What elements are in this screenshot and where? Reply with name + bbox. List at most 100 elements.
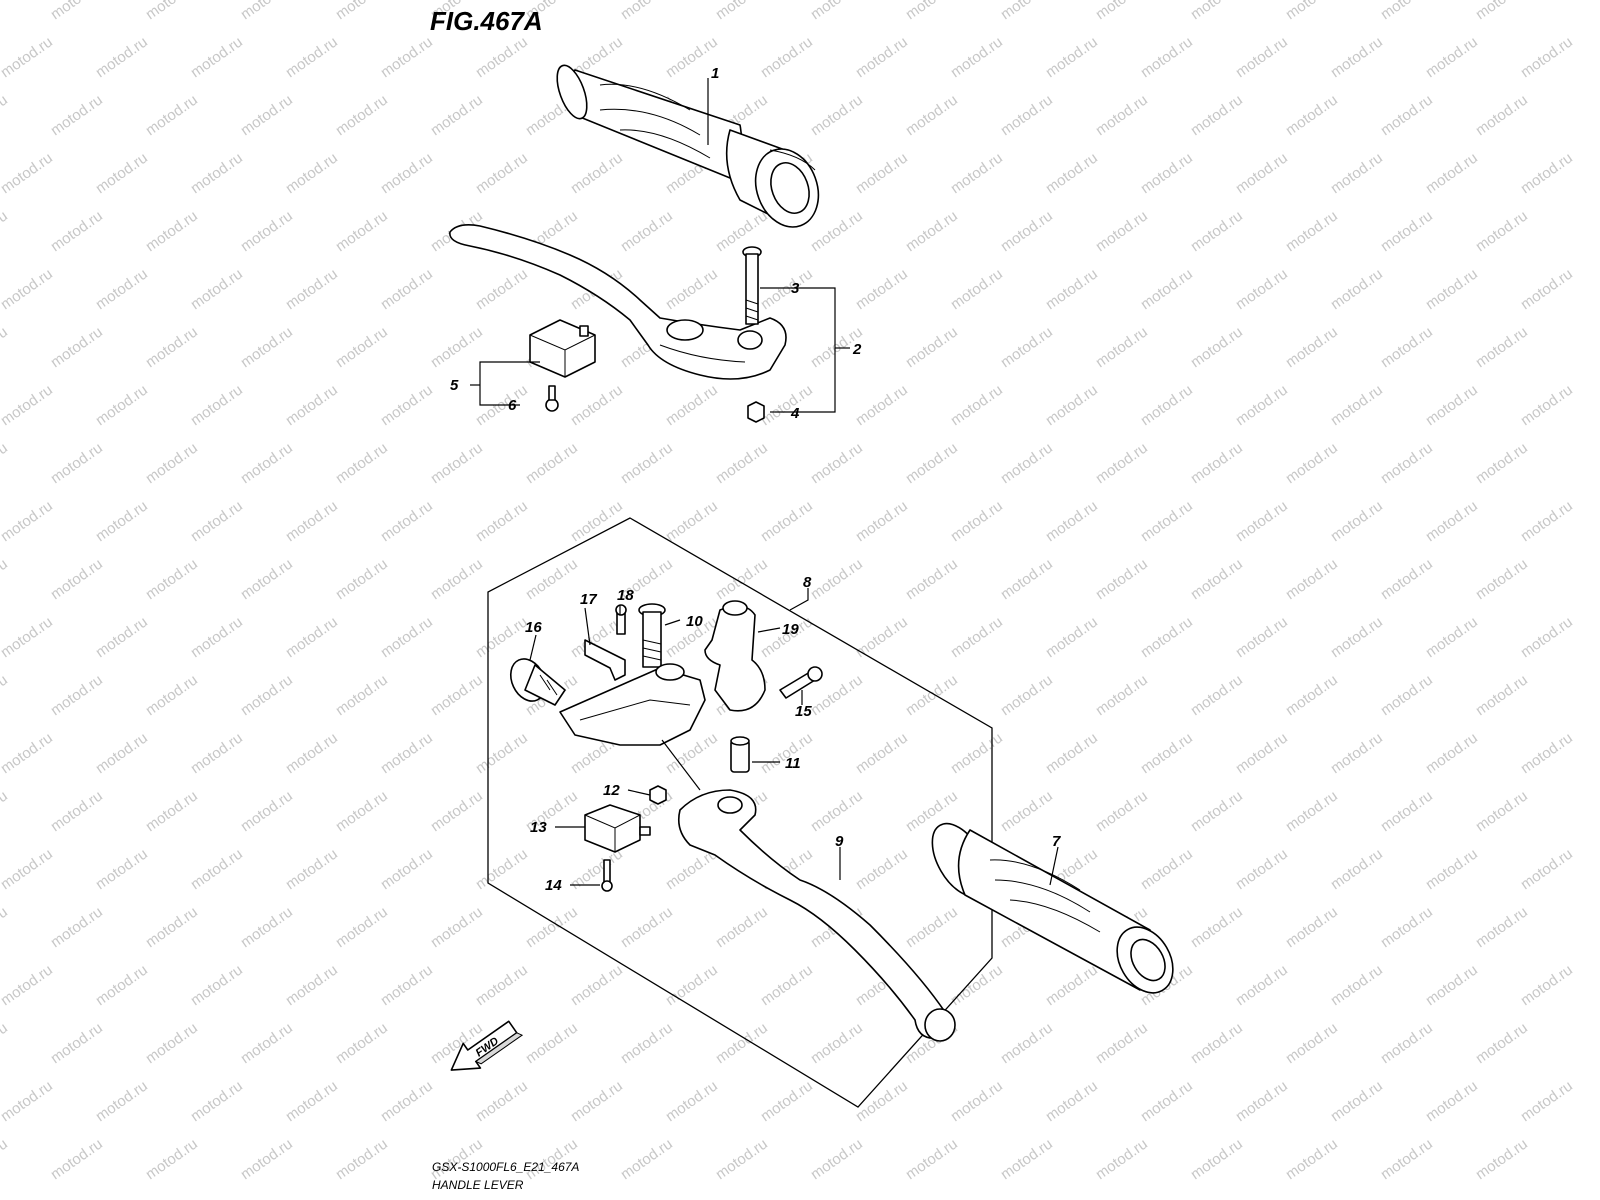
watermark-text: motod.ru xyxy=(853,613,911,661)
figure-name: HANDLE LEVER xyxy=(432,1178,524,1192)
watermark-text: motod.ru xyxy=(1518,33,1576,81)
watermark-text: motod.ru xyxy=(143,1135,201,1183)
watermark-text: motod.ru xyxy=(378,1077,436,1125)
watermark-text: motod.ru xyxy=(48,323,106,371)
cable-adjuster xyxy=(509,658,566,706)
watermark-text: motod.ru xyxy=(333,207,391,255)
watermark-text: motod.ru xyxy=(188,381,246,429)
watermark-text: motod.ru xyxy=(1188,323,1246,371)
watermark-text: motod.ru xyxy=(1188,439,1246,487)
watermark-text: motod.ru xyxy=(758,33,816,81)
watermark-text: motod.ru xyxy=(1518,845,1576,893)
watermark-text: motod.ru xyxy=(238,903,296,951)
watermark-text: motod.ru xyxy=(1138,497,1196,545)
watermark-text: motod.ru xyxy=(663,265,721,313)
watermark-text: motod.ru xyxy=(948,149,1006,197)
clutch-switch-screw xyxy=(601,859,613,892)
watermark-text: motod.ru xyxy=(48,787,106,835)
watermark-text: motod.ru xyxy=(1378,787,1436,835)
watermark-text: motod.ru xyxy=(1043,961,1101,1009)
watermark-text: motod.ru xyxy=(333,439,391,487)
watermark-text: motod.ru xyxy=(0,149,56,197)
watermark-text: motod.ru xyxy=(0,729,56,777)
watermark-text: motod.ru xyxy=(1233,845,1291,893)
watermark-text: motod.ru xyxy=(1423,33,1481,81)
callout-10: 10 xyxy=(686,613,703,630)
watermark-text: motod.ru xyxy=(808,1135,866,1183)
watermark-text: motod.ru xyxy=(143,0,201,23)
watermark-text: motod.ru xyxy=(808,91,866,139)
watermark-text: motod.ru xyxy=(903,323,961,371)
watermark-text: motod.ru xyxy=(0,323,11,371)
watermark-text: motod.ru xyxy=(1043,381,1101,429)
callout-2: 2 xyxy=(852,341,862,358)
watermark-text: motod.ru xyxy=(0,381,56,429)
watermark-text: motod.ru xyxy=(143,439,201,487)
watermark-text: motod.ru xyxy=(1093,323,1151,371)
watermark-text: motod.ru xyxy=(1043,149,1101,197)
watermark-text: motod.ru xyxy=(473,613,531,661)
watermark-text: motod.ru xyxy=(808,787,866,835)
pivot-bushing xyxy=(730,736,750,773)
watermark-text: motod.ru xyxy=(1138,33,1196,81)
watermark-text: motod.ru xyxy=(188,729,246,777)
watermark-text: motod.ru xyxy=(1378,0,1436,23)
watermark-text: motod.ru xyxy=(1328,149,1386,197)
watermark-text: motod.ru xyxy=(378,265,436,313)
watermark-text: motod.ru xyxy=(1188,555,1246,603)
watermark-text: motod.ru xyxy=(1423,381,1481,429)
watermark-text: motod.ru xyxy=(713,903,771,951)
watermark-text: motod.ru xyxy=(238,787,296,835)
watermark-text: motod.ru xyxy=(523,439,581,487)
watermark-text: motod.ru xyxy=(1233,729,1291,777)
watermark-text: motod.ru xyxy=(1188,1019,1246,1067)
watermark-text: motod.ru xyxy=(1423,265,1481,313)
pivot-nut xyxy=(649,785,667,805)
watermark-text: motod.ru xyxy=(1138,845,1196,893)
callout-7: 7 xyxy=(1052,833,1061,850)
watermark-text: motod.ru xyxy=(853,265,911,313)
watermark-text: motod.ru xyxy=(1328,33,1386,81)
watermark-text: motod.ru xyxy=(188,497,246,545)
watermark-text: motod.ru xyxy=(1378,1019,1436,1067)
watermark-text: motod.ru xyxy=(238,0,296,23)
left-grip xyxy=(931,822,1174,994)
watermark-text: motod.ru xyxy=(998,439,1056,487)
watermark-text: motod.ru xyxy=(333,671,391,719)
watermark-text: motod.ru xyxy=(618,903,676,951)
watermark-text: motod.ru xyxy=(238,323,296,371)
clutch-lever xyxy=(677,789,956,1042)
watermark-text: motod.ru xyxy=(0,439,11,487)
callout-18: 18 xyxy=(617,587,634,604)
watermark-text: motod.ru xyxy=(1473,555,1531,603)
watermark-text: motod.ru xyxy=(238,671,296,719)
watermark-text: motod.ru xyxy=(333,0,391,23)
watermark-text: motod.ru xyxy=(48,0,106,23)
watermark-text: motod.ru xyxy=(188,33,246,81)
clutch-switch xyxy=(584,804,651,853)
watermark-text: motod.ru xyxy=(1043,265,1101,313)
watermark-text: motod.ru xyxy=(808,555,866,603)
watermark-text: motod.ru xyxy=(48,1019,106,1067)
watermark-text: motod.ru xyxy=(283,381,341,429)
watermark-text: motod.ru xyxy=(853,1077,911,1125)
watermark-text: motod.ru xyxy=(1233,613,1291,661)
watermark-text: motod.ru xyxy=(48,207,106,255)
watermark-text: motod.ru xyxy=(428,323,486,371)
watermark-text: motod.ru xyxy=(93,961,151,1009)
switch-screw xyxy=(545,385,559,412)
watermark-text: motod.ru xyxy=(283,149,341,197)
watermark-text: motod.ru xyxy=(1473,323,1531,371)
watermark-text: motod.ru xyxy=(1473,1135,1531,1183)
watermark-text: motod.ru xyxy=(1518,265,1576,313)
watermark-text: motod.ru xyxy=(48,439,106,487)
watermark-text: motod.ru xyxy=(998,0,1056,23)
watermark-text: motod.ru xyxy=(1423,497,1481,545)
watermark-text: motod.ru xyxy=(143,1019,201,1067)
watermark-text: motod.ru xyxy=(1138,381,1196,429)
watermark-text: motod.ru xyxy=(1043,613,1101,661)
watermark-text: motod.ru xyxy=(1518,1077,1576,1125)
watermark-text: motod.ru xyxy=(333,91,391,139)
watermark-text: motod.ru xyxy=(378,149,436,197)
watermark-text: motod.ru xyxy=(948,265,1006,313)
